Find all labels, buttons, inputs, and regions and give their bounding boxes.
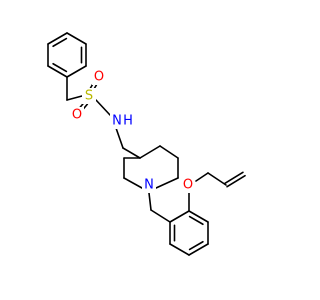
sulfonyl-oxygen-top-label-bg	[92, 69, 106, 85]
piperidine-nitrogen-label-bg	[142, 177, 156, 193]
amide-nitrogen-label: N	[112, 114, 122, 129]
aryl-ring-bond	[169, 210, 190, 223]
sulfur-nitrogen-bond	[95, 99, 111, 116]
sulfonyl-oxygen-top-label: O	[94, 70, 104, 85]
sulfonyl-oxygen-bottom-label-bg	[70, 107, 84, 123]
sulfur-label-bg	[82, 88, 96, 104]
piperidine-nitrogen-label: N	[144, 178, 154, 193]
allyl-terminal-double-bond	[226, 174, 246, 188]
phenyl-ring-bond	[66, 65, 87, 78]
benzyl-ch2-aryl-bond	[150, 209, 171, 223]
nitrogen-ch2-bond	[115, 127, 124, 149]
ether-oxygen-label: O	[183, 178, 193, 193]
piperidine-bond	[159, 145, 179, 159]
phenyl-ring-bond	[47, 65, 68, 78]
amide-hydrogen-label: H	[123, 114, 133, 129]
piperidine-bond	[155, 177, 179, 189]
allyl-terminal-double-bond	[224, 171, 244, 185]
piperidine-bond	[123, 177, 143, 189]
nitrogen-benzyl-bond	[148, 192, 152, 211]
phenyl-ring-bond	[47, 32, 68, 45]
amide-nitrogen-label-bg	[110, 113, 138, 129]
aryl-ring-inner-bond	[188, 240, 204, 251]
phenyl-ring-bond	[66, 32, 87, 45]
ch2-sulfur-bond	[66, 95, 83, 101]
sulfur-atom-label: S	[85, 89, 93, 104]
phenyl-ring-inner-bond	[52, 62, 68, 73]
aryl-ring-bond	[188, 243, 209, 256]
piperidine-bond	[139, 145, 161, 159]
ether-oxygen-label-bg	[181, 177, 195, 193]
atom-label-layer: S O O N H N O	[70, 69, 195, 193]
ch2-piperidine-bond	[122, 147, 141, 159]
aryl-ring-bond	[169, 243, 190, 256]
sulfonyl-oxygen-bottom-label: O	[72, 108, 82, 123]
molecule-structure: S O O N H N O	[47, 32, 246, 256]
phenyl-ring-inner-bond	[52, 37, 68, 48]
aryl-ring-bond	[188, 210, 209, 223]
allyl-ch2-ch-bond	[207, 172, 227, 186]
aryl-ring-inner-bond	[188, 215, 204, 226]
bond-layer	[47, 32, 246, 256]
oxygen-allyl-bond	[195, 172, 209, 182]
